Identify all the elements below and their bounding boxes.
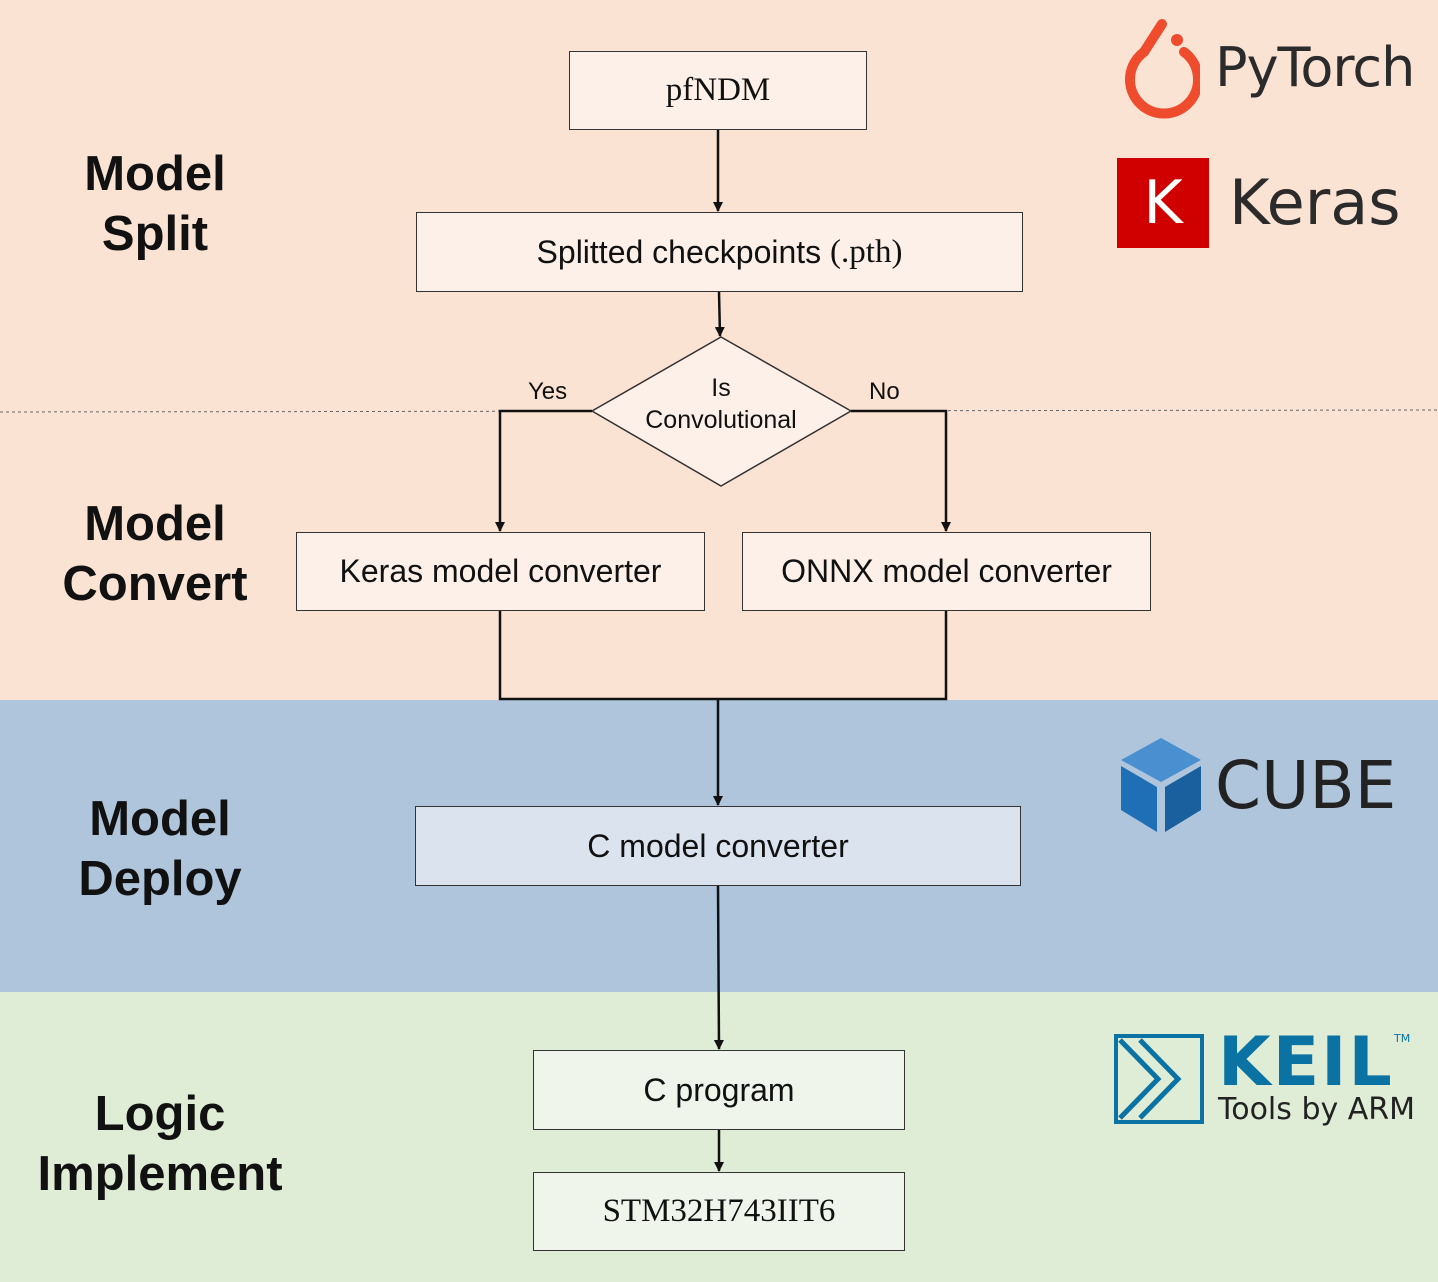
- node-label: Keras model converter: [339, 553, 662, 589]
- keil-trademark: TM: [1394, 1032, 1411, 1045]
- stage-label-logic-implement: Logic Implement: [20, 1084, 300, 1204]
- pytorch-wordmark: PyTorch: [1215, 36, 1415, 99]
- node-label: STM32H743IIT6: [602, 1193, 836, 1229]
- stage-label-line: Model: [84, 147, 226, 201]
- node-splitted-checkpoints: Splitted checkpoints (.pth): [416, 212, 1023, 292]
- stage-label-line: Deploy: [78, 852, 242, 906]
- stage-label-line: Logic: [94, 1087, 226, 1141]
- stage-label-line: Split: [101, 207, 209, 261]
- arrow-checkpoints-to-decision: [714, 291, 725, 337]
- pytorch-logo: PyTorch: [1114, 18, 1424, 122]
- node-c-program: C program: [533, 1050, 905, 1130]
- node-label: ONNX model converter: [781, 553, 1112, 589]
- edge-label-no: No: [869, 378, 900, 405]
- decision-diamond: [590, 336, 853, 487]
- node-label-suffix: (.pth): [830, 233, 903, 270]
- stage-label-line: Implement: [37, 1147, 283, 1201]
- decision-label-line: Convolutional: [645, 406, 797, 434]
- edge-label-yes: Yes: [528, 378, 568, 405]
- node-c-model-converter: C model converter: [415, 806, 1021, 886]
- arrow-yes-branch: [495, 409, 592, 532]
- pytorch-flame-icon: [1125, 19, 1200, 119]
- keil-wordmark: KEIL: [1218, 1023, 1394, 1102]
- cube-wordmark: CUBE: [1215, 747, 1397, 824]
- node-label: Splitted checkpoints: [536, 233, 831, 270]
- stage-label-model-convert: Model Convert: [40, 494, 270, 614]
- node-stm32: STM32H743IIT6: [533, 1172, 905, 1251]
- stage-label-line: Convert: [62, 557, 248, 611]
- cube-icon: [1121, 738, 1201, 832]
- keras-wordmark: Keras: [1229, 166, 1401, 239]
- node-label: C model converter: [587, 827, 849, 864]
- node-label: pfNDM: [665, 72, 771, 108]
- node-keras-converter: Keras model converter: [296, 532, 705, 611]
- keil-tagline: Tools by ARM: [1218, 1092, 1416, 1127]
- decision-label: Is Convolutional: [621, 372, 821, 436]
- keil-logo: KEIL TM Tools by ARM: [1114, 1026, 1424, 1128]
- node-onnx-converter: ONNX model converter: [742, 532, 1151, 611]
- node-label: C program: [643, 1071, 795, 1108]
- keras-k-icon: K: [1117, 158, 1209, 248]
- cube-logo: CUBE: [1119, 736, 1419, 834]
- decision-label-line: Is: [711, 374, 731, 402]
- node-pfndm: pfNDM: [569, 51, 867, 130]
- arrow-c-converter-to-c-program: [713, 885, 724, 1050]
- stage-label-line: Model: [84, 497, 226, 551]
- stage-label-line: Model: [89, 792, 231, 846]
- keras-logo: K Keras: [1117, 158, 1427, 248]
- arrow-no-branch: [851, 409, 951, 532]
- merge-connector: [498, 611, 948, 701]
- stage-label-model-deploy: Model Deploy: [50, 789, 270, 909]
- keil-chevron-icon: [1114, 1034, 1204, 1124]
- stage-label-model-split: Model Split: [50, 144, 260, 264]
